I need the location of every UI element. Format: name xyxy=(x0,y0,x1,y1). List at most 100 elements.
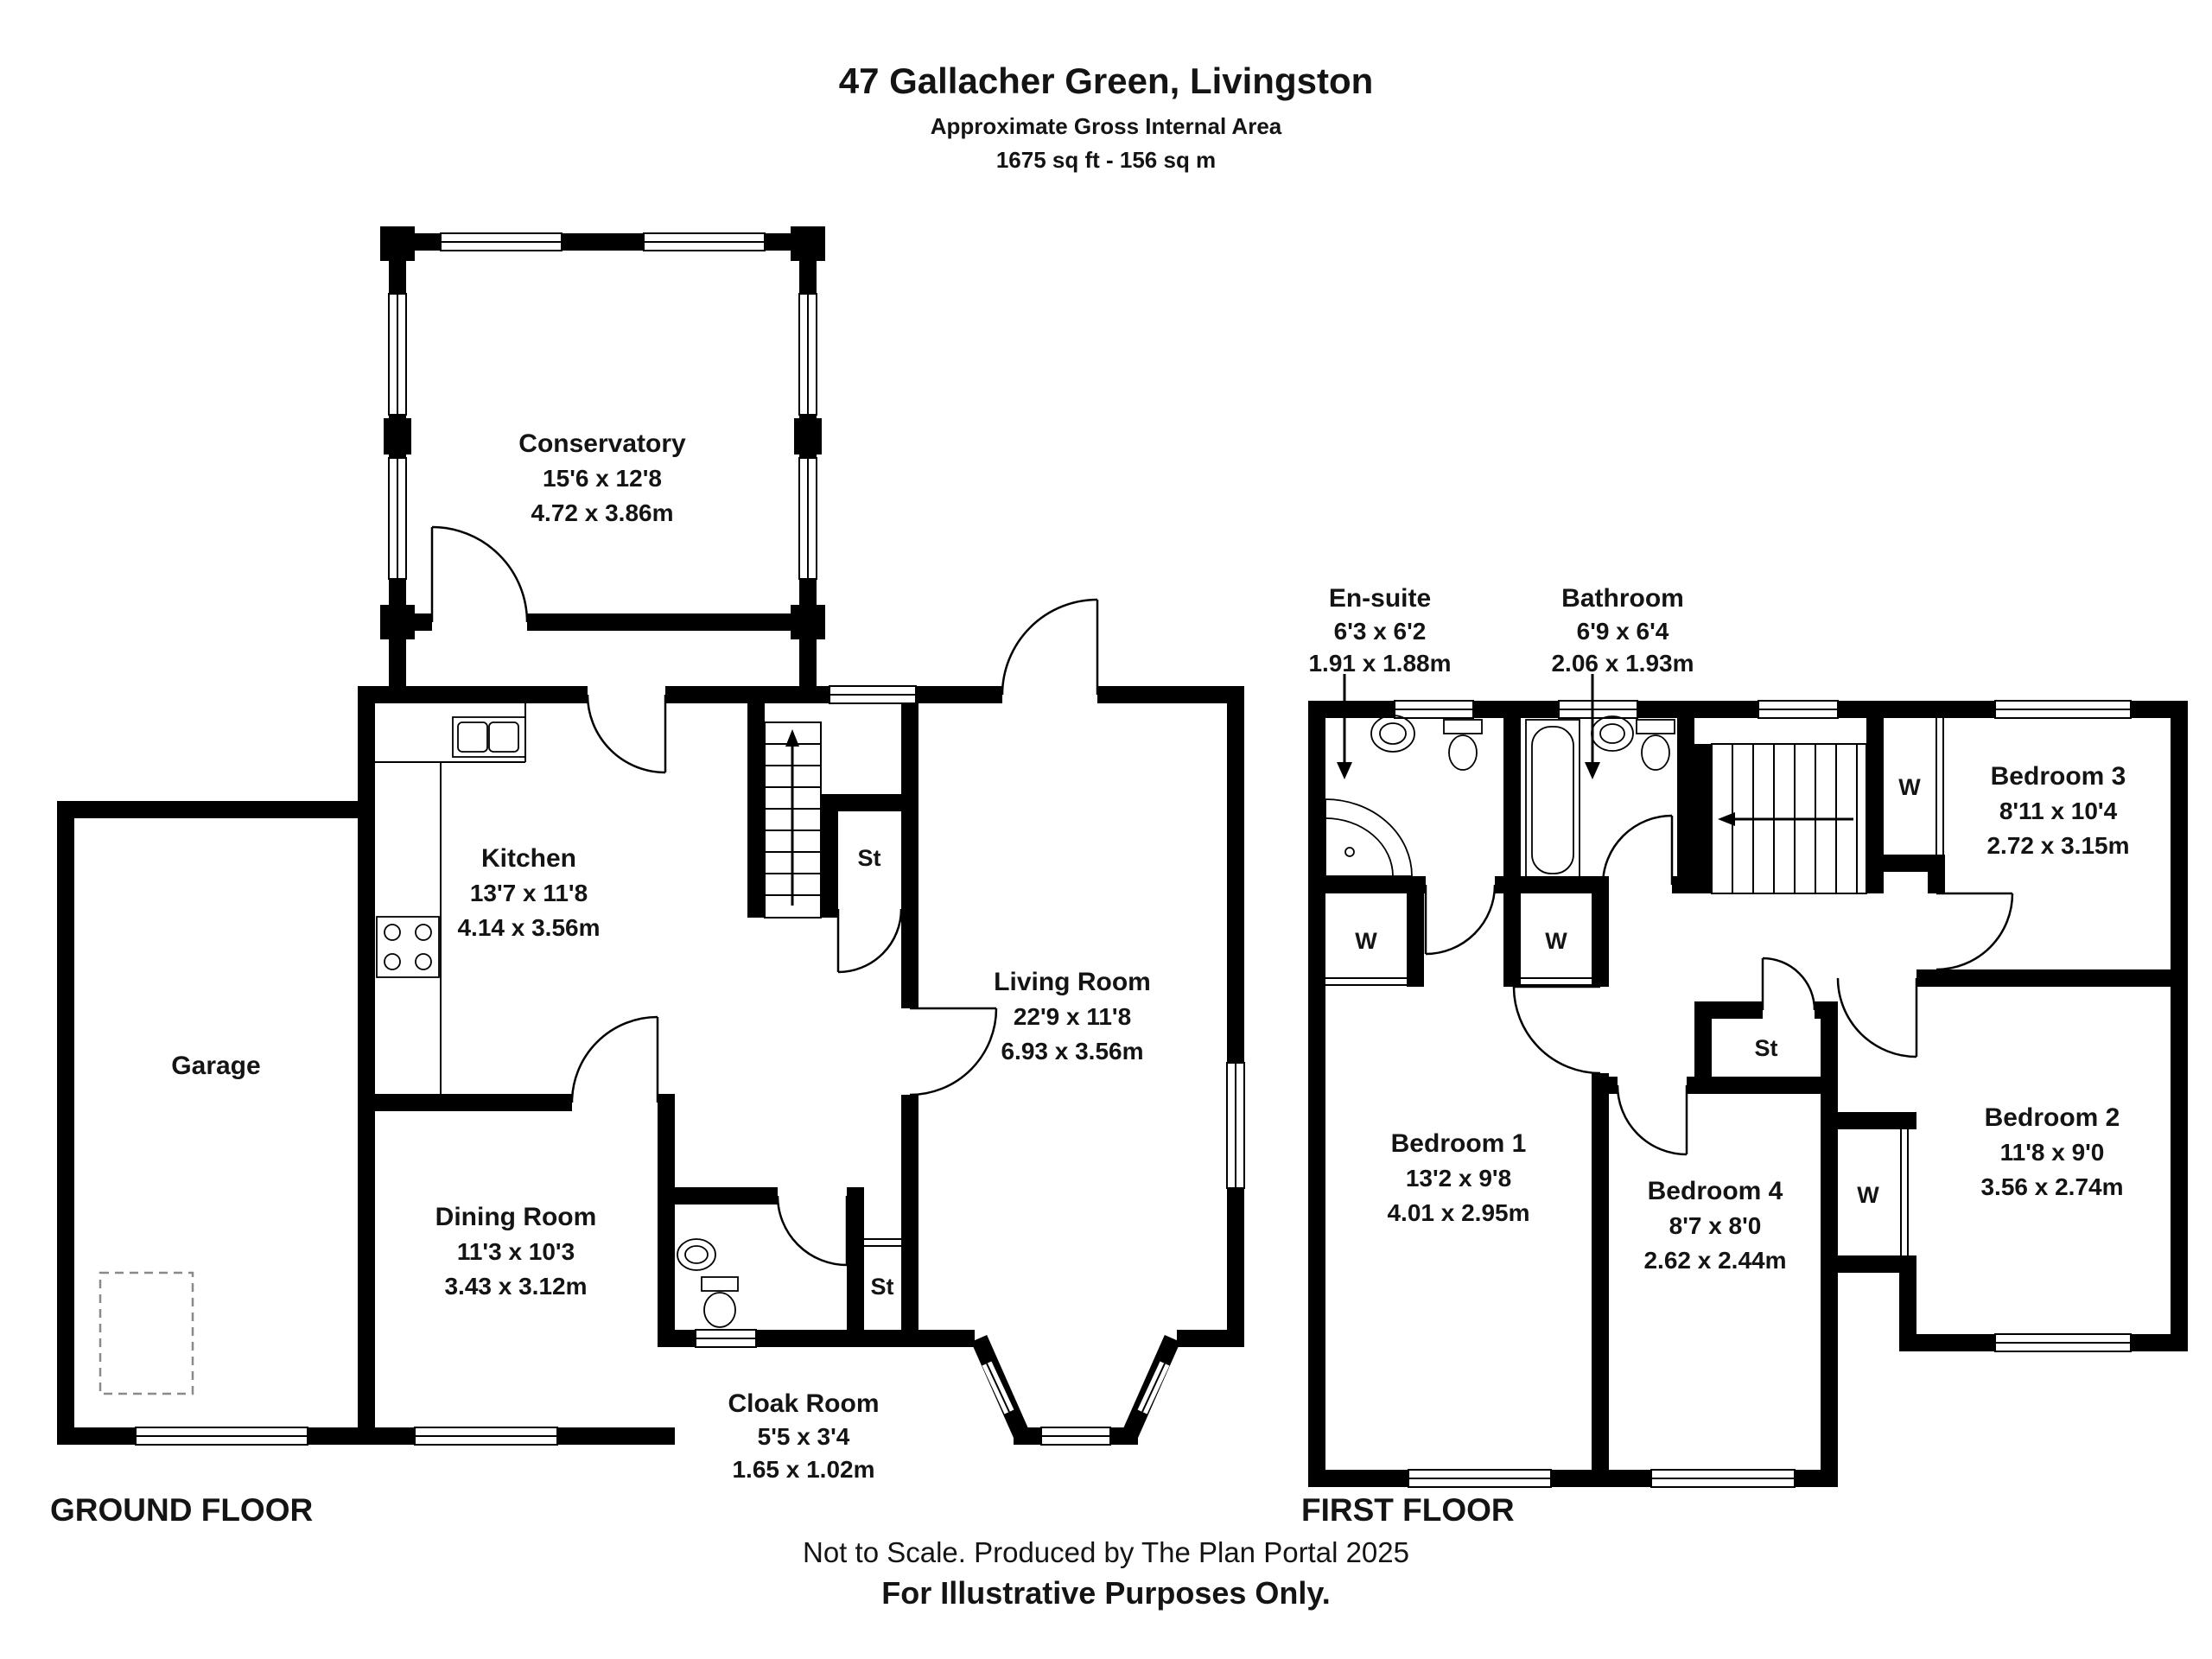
ground-floor-doors xyxy=(430,525,1099,1267)
cloak-sink-icon xyxy=(677,1238,716,1271)
window xyxy=(1650,1469,1796,1488)
ground-floor-windows xyxy=(135,232,1245,1446)
bedroom-1-dims-imperial: 13'2 x 9'8 xyxy=(1406,1165,1511,1192)
living-room-dims-metric: 6.93 x 3.56m xyxy=(1001,1038,1143,1065)
door-arc xyxy=(1761,957,1816,1011)
window xyxy=(388,293,407,416)
closet-doors xyxy=(1900,1129,1909,1255)
toilet-icon xyxy=(1636,719,1675,771)
window xyxy=(440,232,563,251)
window xyxy=(1040,1427,1111,1446)
front-door-arc xyxy=(1001,598,1099,696)
conservatory-dims-metric: 4.72 x 3.86m xyxy=(531,499,673,526)
window xyxy=(388,457,407,580)
bedroom-2-label: Bedroom 2 xyxy=(1985,1103,2120,1132)
window xyxy=(414,1427,558,1446)
ground-floor-title: GROUND FLOOR xyxy=(50,1492,313,1528)
ensuite-sink-icon xyxy=(1370,715,1415,753)
door-arc xyxy=(1836,977,1918,1058)
kitchen-dims-imperial: 13'7 x 11'8 xyxy=(470,880,588,906)
window xyxy=(643,232,766,251)
toilet-icon xyxy=(701,1276,739,1328)
living-room-dims-imperial: 22'9 x 11'8 xyxy=(1014,1003,1131,1030)
bedroom-2-dims-metric: 3.56 x 2.74m xyxy=(1980,1173,2123,1200)
window xyxy=(1558,700,1638,719)
window xyxy=(1408,1469,1552,1488)
door-arc xyxy=(1512,985,1601,1075)
window xyxy=(798,293,817,416)
window xyxy=(829,685,917,704)
en-suite-label: En-suite xyxy=(1329,584,1431,613)
kitchen-label: Kitchen xyxy=(481,844,576,873)
bedroom-4-dims-imperial: 8'7 x 8'0 xyxy=(1669,1212,1762,1239)
door-arc xyxy=(1424,884,1497,956)
first-floor-walls xyxy=(1308,701,2188,1487)
closet-doors xyxy=(1936,718,1944,855)
wardrobe-label: W xyxy=(1545,928,1567,954)
illustrative-purposes-line: For Illustrative Purposes Only. xyxy=(881,1575,1330,1611)
first-floor-plan: En-suite 6'3 x 6'2 1.91 x 1.88m Bathroom… xyxy=(1301,584,2188,1528)
bedroom-3-label: Bedroom 3 xyxy=(1991,762,2126,791)
bedroom-1-label: Bedroom 1 xyxy=(1391,1129,1527,1158)
door-arc xyxy=(570,1015,659,1103)
cloak-room-label: Cloak Room xyxy=(728,1389,879,1418)
bathroom-dims-imperial: 6'9 x 6'4 xyxy=(1577,618,1669,645)
staircase-first xyxy=(1711,743,1867,894)
window xyxy=(695,1329,757,1348)
store-label: St xyxy=(1755,1035,1778,1061)
door-arc xyxy=(836,908,903,974)
first-floor-windows xyxy=(1394,700,2132,1488)
bedroom-3-dims-imperial: 8'11 x 10'4 xyxy=(1999,798,2118,824)
ground-floor-plan: Conservatory 15'6 x 12'8 4.72 x 3.86m Ki… xyxy=(50,226,1245,1528)
bathtub-icon xyxy=(1525,719,1580,881)
wardrobe-label: W xyxy=(1857,1182,1879,1208)
conservatory-dims-imperial: 15'6 x 12'8 xyxy=(543,465,662,492)
kitchen-sink-icon xyxy=(452,716,526,758)
first-floor-title: FIRST FLOOR xyxy=(1301,1492,1515,1528)
window xyxy=(1994,1333,2132,1352)
page-title: 47 Gallacher Green, Livingston xyxy=(839,60,1374,101)
garage-dashed-outline xyxy=(99,1271,194,1395)
dining-room-label: Dining Room xyxy=(435,1203,597,1231)
stove-icon xyxy=(376,916,440,978)
toilet-icon xyxy=(1443,719,1483,771)
footer: Not to Scale. Produced by The Plan Porta… xyxy=(803,1536,1409,1611)
title-block: 47 Gallacher Green, Livingston Approxima… xyxy=(839,60,1374,173)
window xyxy=(1994,700,2132,719)
bedroom-4-label: Bedroom 4 xyxy=(1648,1177,1783,1205)
shower-icon xyxy=(1325,798,1413,877)
window xyxy=(982,1361,1014,1414)
kitchen-dims-metric: 4.14 x 3.56m xyxy=(457,914,600,941)
en-suite-pointer-arrow xyxy=(1337,674,1352,779)
window xyxy=(1226,1062,1245,1189)
bedroom-2-dims-imperial: 11'8 x 9'0 xyxy=(2000,1139,2105,1166)
door-arc xyxy=(776,1195,849,1267)
total-area-label: 1675 sq ft - 156 sq m xyxy=(996,147,1216,173)
store-label: St xyxy=(858,845,881,871)
bedroom-4-dims-metric: 2.62 x 2.44m xyxy=(1643,1247,1786,1274)
disclaimer-line: Not to Scale. Produced by The Plan Porta… xyxy=(803,1536,1409,1568)
window xyxy=(1137,1361,1170,1414)
cloak-room-dims-imperial: 5'5 x 3'4 xyxy=(758,1423,850,1450)
en-suite-dims-imperial: 6'3 x 6'2 xyxy=(1334,618,1427,645)
store-label: St xyxy=(871,1274,894,1300)
wardrobe-label: W xyxy=(1355,928,1377,954)
cloak-room-dims-metric: 1.65 x 1.02m xyxy=(732,1456,874,1483)
ground-floor-labels: Conservatory 15'6 x 12'8 4.72 x 3.86m Ki… xyxy=(50,429,1151,1528)
bathroom-dims-metric: 2.06 x 1.93m xyxy=(1551,650,1694,677)
bathroom-pointer-arrow xyxy=(1585,674,1600,779)
closet-doors xyxy=(1325,977,1407,986)
door-arc xyxy=(909,1007,998,1096)
door-arc xyxy=(586,694,667,774)
staircase-ground xyxy=(764,721,822,918)
dining-room-dims-metric: 3.43 x 3.12m xyxy=(444,1273,587,1300)
wardrobe-label: W xyxy=(1898,774,1921,800)
bedroom-1-dims-metric: 4.01 x 2.95m xyxy=(1387,1199,1529,1226)
closet-doors xyxy=(864,1238,901,1247)
first-floor-doors xyxy=(1325,718,2014,1255)
door-arc xyxy=(1616,1084,1688,1156)
garage-label: Garage xyxy=(171,1052,260,1080)
first-floor-labels: En-suite 6'3 x 6'2 1.91 x 1.88m Bathroom… xyxy=(1301,584,2130,1528)
living-room-label: Living Room xyxy=(994,968,1151,996)
